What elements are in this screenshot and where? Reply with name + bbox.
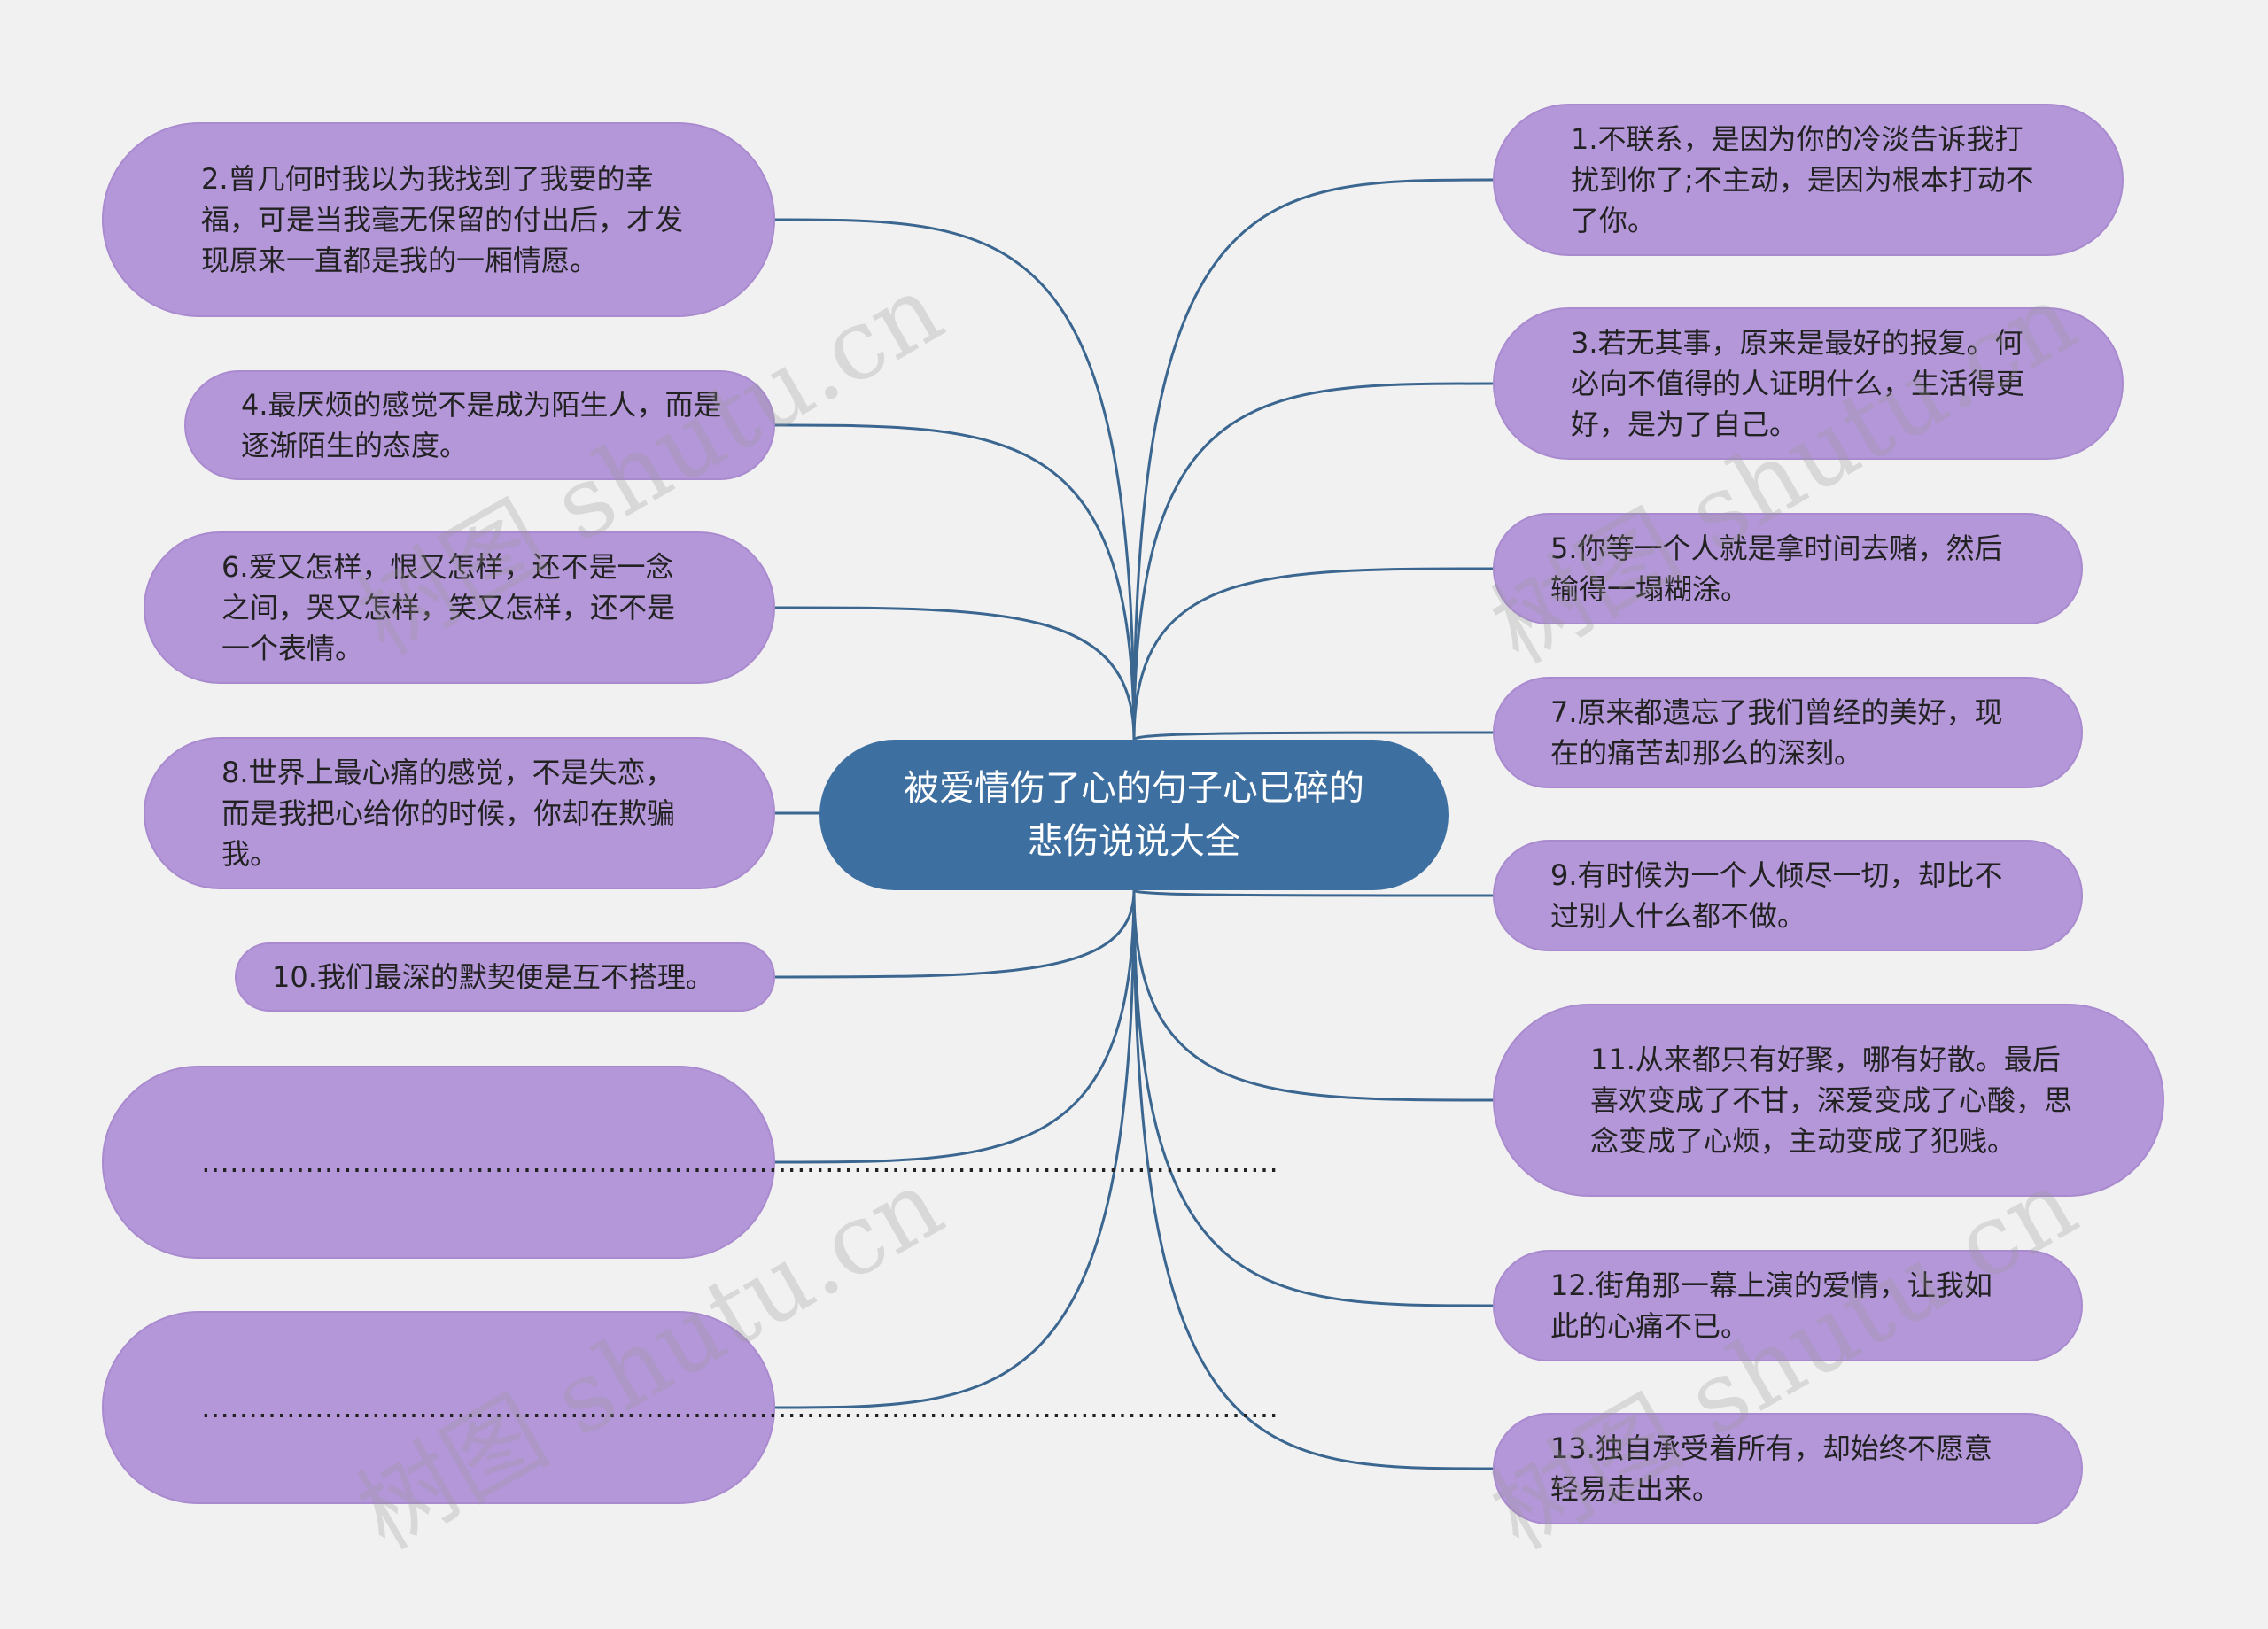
topic-text: 2.曾几何时我以为我找到了我要的幸福，可是当我毫无保留的付出后，才发现原来一直都… [201,162,684,277]
topic-node[interactable]: 10.我们最深的默契便是互不搭理。 [235,942,775,1012]
connector-line [1132,178,1494,741]
topic-text: …………………………………………………………………………………………………… [201,1145,1278,1179]
topic-text: 3.若无其事，原来是最好的报复。何必向不值得的人证明什么，生活得更好，是为了自己… [1571,326,2025,441]
topic-node[interactable]: 6.爱又怎样，恨又怎样，还不是一念之间，哭又怎样，笑又怎样，还不是一个表情。 [144,531,775,684]
topic-text: 8.世界上最心痛的感觉，不是失恋，而是我把心给你的时候，你却在欺骗我。 [221,756,676,871]
topic-node[interactable]: …………………………………………………………………………………………………… [102,1066,1278,1259]
topic-text: 5.你等一个人就是拿时间去赌，然后输得一塌糊涂。 [1550,531,2003,606]
connector-line [774,889,1136,979]
topic-node[interactable]: 11.从来都只有好聚，哪有好散。最后喜欢变成了不甘，深爱变成了心酸，思念变成了心… [1493,1004,2164,1197]
connector-line [1132,731,1494,741]
topic-node[interactable]: 13.独自承受着所有，却始终不愿意轻易走出来。 [1493,1413,2083,1524]
topic-node[interactable]: 1.不联系，是因为你的冷淡告诉我打扰到你了;不主动，是因为根本打动不了你。 [1493,104,2124,256]
topic-node[interactable]: 7.原来都遗忘了我们曾经的美好，现在的痛苦却那么的深刻。 [1493,677,2083,788]
root-topic[interactable]: 被爱情伤了心的句子心已碎的悲伤说说大全 [819,740,1449,890]
topic-node[interactable]: 8.世界上最心痛的感觉，不是失恋，而是我把心给你的时候，你却在欺骗我。 [144,737,775,889]
topic-node[interactable]: 4.最厌烦的感觉不是成为陌生人，而是逐渐陌生的态度。 [184,370,775,480]
connector-line [1132,889,1494,1307]
root-topic-label: 被爱情伤了心的句子心已碎的悲伤说说大全 [904,768,1364,862]
connector-line [774,218,1136,741]
topic-text: 1.不联系，是因为你的冷淡告诉我打扰到你了;不主动，是因为根本打动不了你。 [1571,122,2034,237]
connector-line [1132,382,1494,741]
topic-text: 10.我们最深的默契便是互不搭理。 [272,960,714,994]
topic-text: 4.最厌烦的感觉不是成为陌生人，而是逐渐陌生的态度。 [241,388,722,462]
topic-node[interactable]: 5.你等一个人就是拿时间去赌，然后输得一塌糊涂。 [1493,513,2083,624]
connector-line [1132,567,1494,741]
connector-line [774,423,1136,741]
connector-line [1132,889,1494,1102]
topic-node[interactable]: 12.街角那一幕上演的爱情，让我如此的心痛不已。 [1493,1250,2083,1361]
connector-line [1132,888,1494,897]
topic-text: …………………………………………………………………………………………………… [201,1391,1278,1424]
topic-text: 13.独自承受着所有，却始终不愿意轻易走出来。 [1550,1431,1992,1506]
topic-node[interactable]: 2.曾几何时我以为我找到了我要的幸福，可是当我毫无保留的付出后，才发现原来一直都… [102,122,775,317]
topic-text: 6.爱又怎样，恨又怎样，还不是一念之间，哭又怎样，笑又怎样，还不是一个表情。 [221,550,676,665]
connector-line [1132,889,1494,1470]
connector-line [774,889,1136,1164]
connector-line [774,889,1136,1409]
topic-text: 12.街角那一幕上演的爱情，让我如此的心痛不已。 [1550,1268,1992,1343]
topic-text: 9.有时候为一个人倾尽一切，却比不过别人什么都不做。 [1550,858,2003,933]
topic-node[interactable]: …………………………………………………………………………………………………… [102,1311,1278,1504]
topic-node[interactable]: 3.若无其事，原来是最好的报复。何必向不值得的人证明什么，生活得更好，是为了自己… [1493,307,2124,460]
connector-line [774,606,1136,741]
topic-text: 7.原来都遗忘了我们曾经的美好，现在的痛苦却那么的深刻。 [1550,695,2003,770]
topic-node[interactable]: 9.有时候为一个人倾尽一切，却比不过别人什么都不做。 [1493,840,2083,951]
topic-text: 11.从来都只有好聚，哪有好散。最后喜欢变成了不甘，深爱变成了心酸，思念变成了心… [1590,1043,2073,1158]
